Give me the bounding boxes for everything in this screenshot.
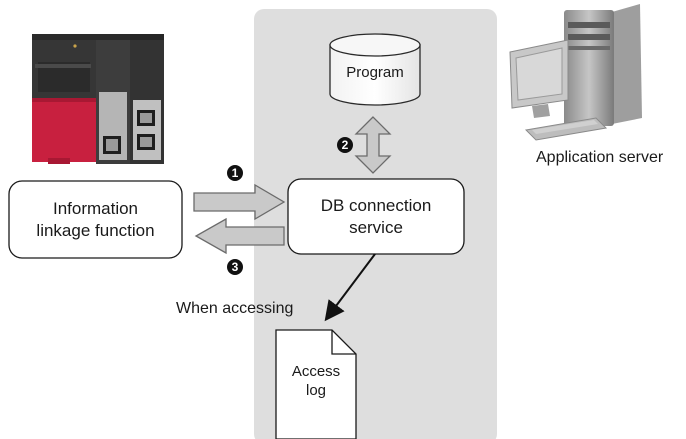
when-accessing-label: When accessing bbox=[176, 300, 294, 317]
info-linkage-box bbox=[8, 180, 183, 259]
access-log-label: Access log bbox=[276, 358, 356, 404]
step-3-badge: 3 bbox=[227, 259, 243, 275]
info-linkage-line1: Information bbox=[52, 198, 139, 218]
db-connection-label: DB connection service bbox=[288, 179, 464, 254]
application-server-icon bbox=[509, 4, 642, 141]
program-label-text: Program bbox=[346, 64, 404, 81]
info-linkage-label: Information linkage function bbox=[9, 181, 182, 258]
application-server-label: Application server bbox=[536, 149, 664, 166]
info-linkage-line2: linkage function bbox=[36, 220, 155, 240]
program-database-icon bbox=[329, 33, 421, 106]
access-log-line1: Access bbox=[291, 363, 341, 380]
db-connection-line2: service bbox=[349, 217, 403, 237]
db-connection-line1: DB connection bbox=[320, 195, 432, 215]
plc-module-icon bbox=[32, 34, 164, 164]
access-log-document-icon bbox=[275, 329, 357, 439]
program-label: Program bbox=[330, 58, 420, 88]
log-write-arrow bbox=[324, 253, 376, 322]
program-exchange-arrow bbox=[354, 116, 392, 174]
request-arrow bbox=[193, 183, 286, 221]
access-log-line2: log bbox=[305, 382, 327, 399]
step-1-badge: 1 bbox=[227, 165, 243, 181]
response-arrow bbox=[194, 217, 285, 255]
step-2-badge: 2 bbox=[337, 137, 353, 153]
db-connection-box bbox=[287, 178, 465, 255]
